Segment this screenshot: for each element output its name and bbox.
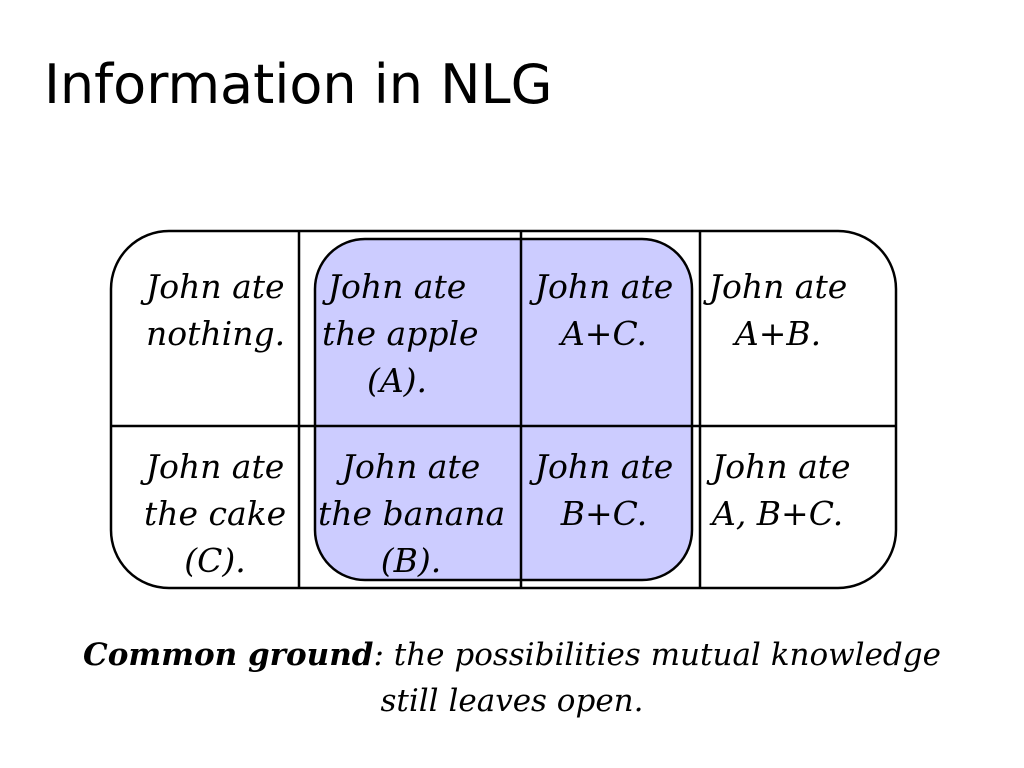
- cell-nothing-line-2: nothing.: [146, 314, 286, 353]
- common-ground-highlight: [313, 237, 694, 582]
- cell-apple-banana-line-1: John ate: [708, 267, 848, 306]
- cell-cake: John ate the cake (C).: [144, 443, 286, 584]
- cell-banana-cake-line-1: John ate: [534, 447, 674, 486]
- cell-banana-line-3: (B).: [380, 541, 442, 580]
- slide-title: Information in NLG: [44, 53, 553, 116]
- cell-apple-banana-line-2: A+B.: [734, 314, 822, 353]
- cell-apple-line-1: John ate: [327, 267, 467, 306]
- cell-banana-cake-line-2: B+C.: [560, 494, 648, 533]
- cell-banana-cake: John ate B+C.: [534, 443, 674, 537]
- cell-all-line-1: John ate: [712, 447, 851, 486]
- cell-banana: John ate the banana (B).: [318, 443, 506, 584]
- cell-apple-cake-line-2: A+C.: [560, 314, 648, 353]
- caption-rest: : the possibilities mutual knowledge: [373, 637, 941, 673]
- cell-apple-line-3: (A).: [366, 361, 428, 400]
- cell-banana-line-2: the banana: [318, 494, 506, 533]
- cell-banana-line-1: John ate: [341, 447, 481, 486]
- caption-term: Common ground: [83, 637, 374, 673]
- cell-apple-banana: John ate A+B.: [708, 263, 848, 357]
- cell-cake-line-3: (C).: [184, 541, 246, 580]
- cell-apple: John ate the apple (A).: [322, 263, 479, 404]
- cell-nothing: John ate nothing.: [146, 263, 286, 357]
- cell-cake-line-1: John ate: [145, 447, 285, 486]
- cell-nothing-line-1: John ate: [146, 267, 285, 306]
- cell-apple-line-2: the apple: [322, 314, 479, 353]
- cell-apple-cake-line-1: John ate: [534, 267, 674, 306]
- grid-outer-border: [109, 229, 898, 590]
- cell-all: John ate A, B+C.: [712, 443, 882, 537]
- caption: Common ground: the possibilities mutual …: [40, 632, 984, 724]
- caption-line-2: still leaves open.: [380, 683, 644, 719]
- cell-cake-line-2: the cake: [144, 494, 287, 533]
- cell-all-line-2: A, B+C.: [712, 494, 844, 533]
- cell-apple-cake: John ate A+C.: [534, 263, 674, 357]
